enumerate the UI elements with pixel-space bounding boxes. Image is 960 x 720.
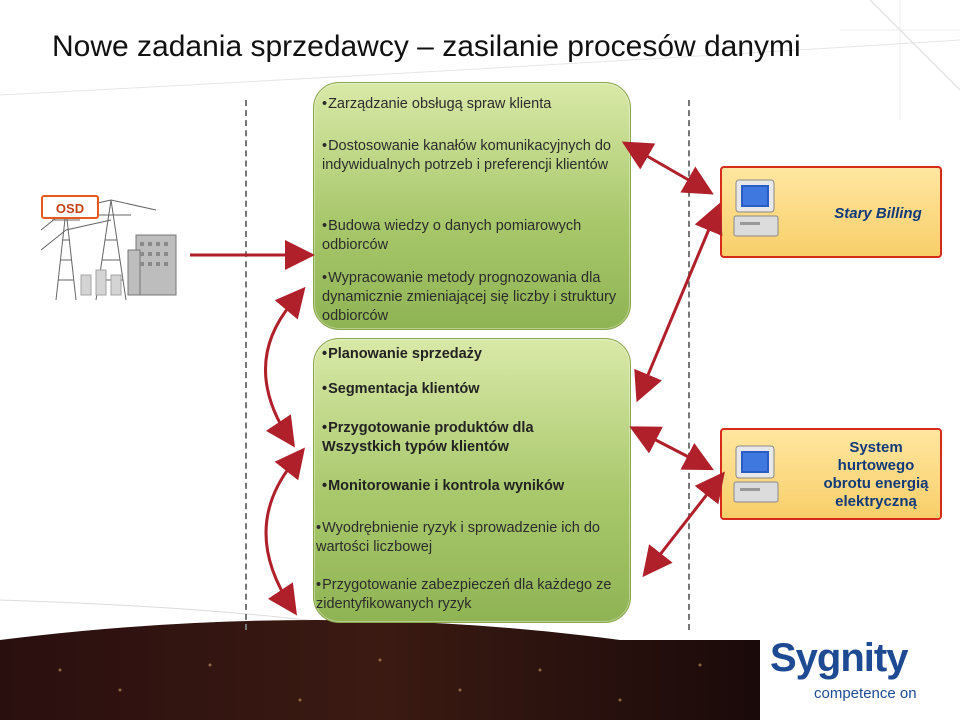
brand-tagline: competence on: [814, 685, 917, 702]
curved-arrow-upper: [265, 303, 292, 440]
curved-arrow-lower: [266, 464, 292, 608]
arrow-panel-wholesale: [648, 436, 706, 466]
sygnity-logo: Sygnity: [770, 636, 907, 681]
arrow-billing-bottom: [640, 222, 712, 394]
arrow-panel-billing: [640, 152, 706, 190]
arrow-wholesale-lower: [648, 488, 712, 570]
